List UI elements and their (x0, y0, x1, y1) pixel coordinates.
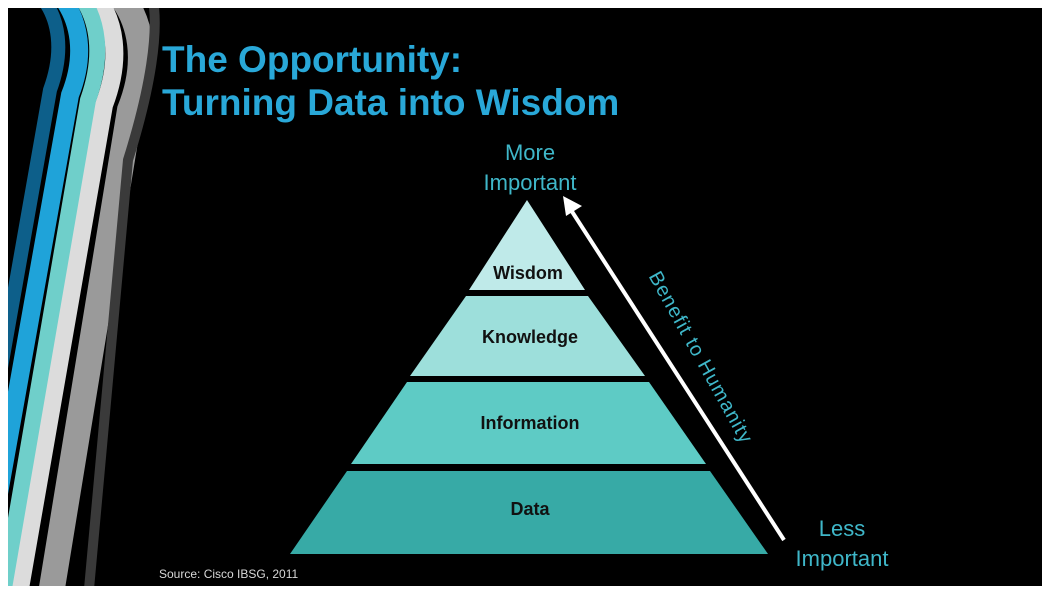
less-important-label: Less Important (782, 514, 902, 574)
swoosh-stripe-dark (8, 8, 66, 369)
pyramid-tier-information (351, 382, 706, 464)
benefit-arrow (563, 196, 786, 542)
more-important-line-2: Important (483, 170, 577, 195)
swoosh-stripe-light (11, 8, 124, 586)
swoosh-stripe-blue (8, 8, 89, 495)
swoosh-stripe-gray (39, 8, 154, 586)
tier-label-data: Data (510, 499, 550, 519)
more-important-line-1: More (504, 140, 556, 165)
swoosh-stripe-dark-gray (84, 8, 160, 586)
source-citation: Source: Cisco IBSG, 2011 (159, 567, 299, 581)
swoosh-stripe-teal (8, 8, 106, 586)
less-important-line-1: Less (818, 516, 866, 541)
tier-label-knowledge: Knowledge (481, 327, 579, 347)
title-line-2: Turning Data into Wisdom (162, 82, 620, 123)
title-line-1: The Opportunity: (162, 39, 463, 80)
pyramid-tier-wisdom (469, 200, 585, 290)
pyramid-tier-knowledge (410, 296, 645, 376)
more-important-label: More Important (470, 138, 590, 198)
pyramid-tier-data (290, 471, 768, 554)
less-important-line-2: Important (795, 546, 889, 571)
arrow-shaft (569, 208, 786, 542)
tier-label-wisdom: Wisdom (493, 263, 563, 283)
arrow-head-icon (563, 196, 582, 216)
pyramid (290, 200, 768, 554)
tier-label-information: Information (480, 413, 580, 433)
